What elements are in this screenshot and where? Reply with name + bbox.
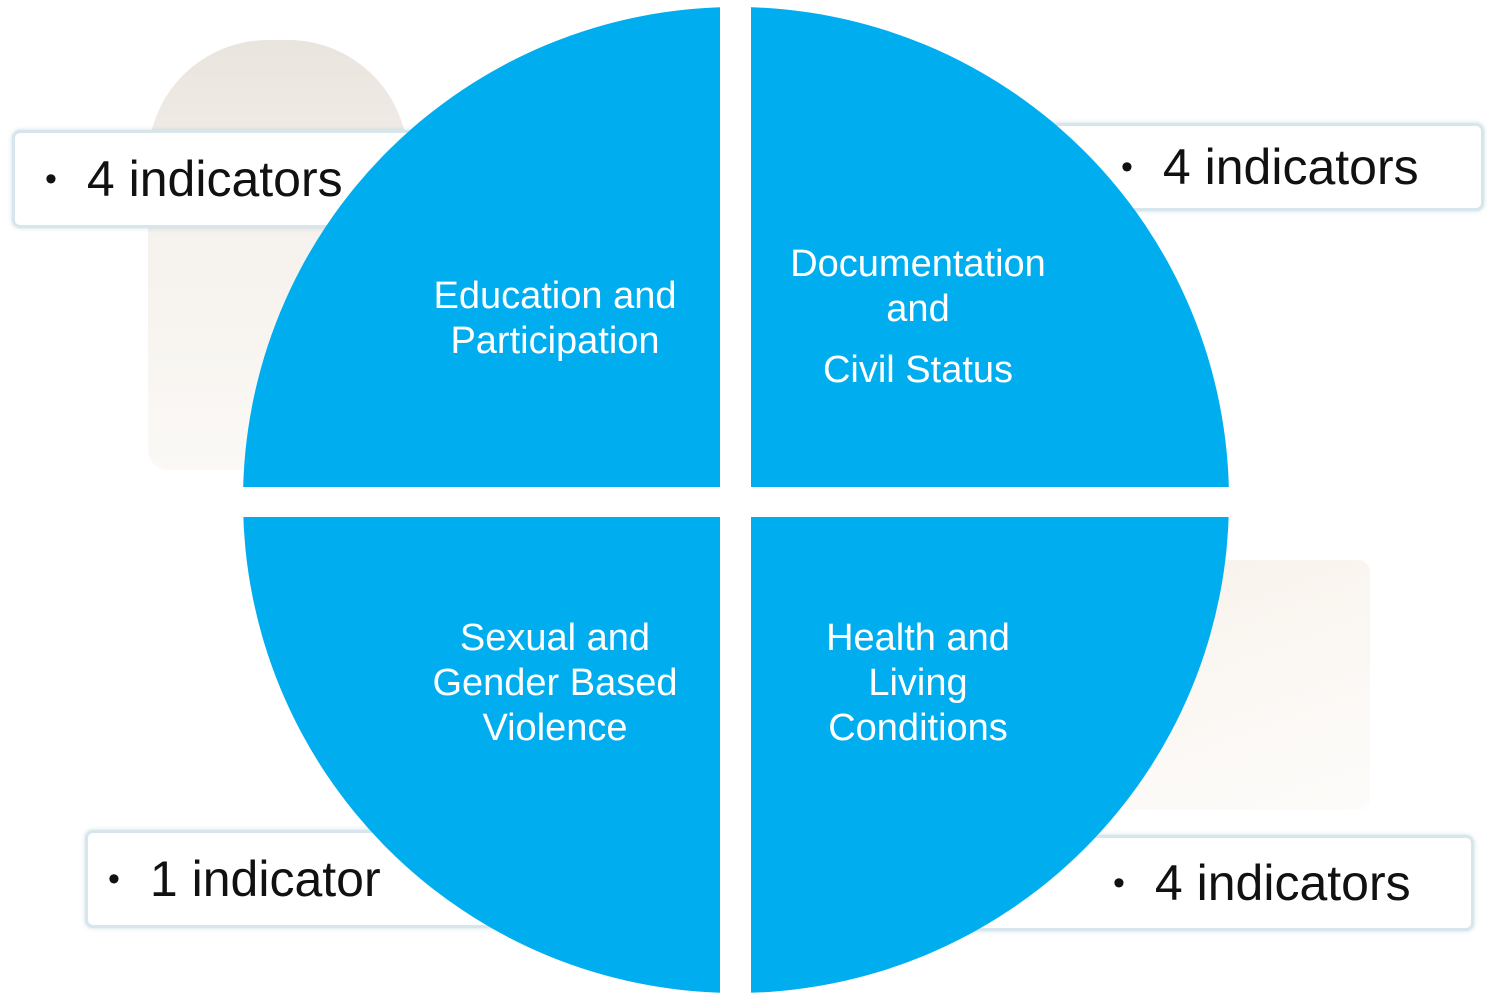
bullet-icon: • [45,159,57,198]
indicator-count-bottom-left: 1 indicator [149,851,381,907]
label-line: Documentation [790,243,1046,285]
quadrant-bottom-right [751,517,1229,993]
label-line: Gender Based [432,662,678,704]
label-line: Living [868,662,968,704]
indicator-count-top-left: 4 indicators [86,151,343,207]
quadrant-label-sgbv: Sexual and Gender Based Violence [400,616,710,751]
label-line: Violence [482,707,628,749]
quadrant-label-education: Education and Participation [400,274,710,364]
quadrant-bottom-left [243,517,720,993]
bullet-icon: • [1121,147,1133,186]
indicator-count-bottom-right: 4 indicators [1154,855,1411,911]
label-line: Education and [433,275,677,317]
label-line: Conditions [828,707,1008,749]
label-line: Sexual and [459,617,651,659]
indicator-count-top-right: 4 indicators [1162,139,1419,195]
bullet-icon: • [1113,863,1125,902]
quadrant-label-documentation: Documentation and Civil Status [760,242,1076,393]
label-line: Civil Status [822,349,1014,391]
label-line: Health and [826,617,1010,659]
quadrant-label-health: Health and Living Conditions [760,616,1076,751]
label-line: and [886,288,950,330]
bullet-icon: • [108,859,120,898]
quadrant-top-left [243,7,720,487]
label-line: Participation [450,320,660,362]
